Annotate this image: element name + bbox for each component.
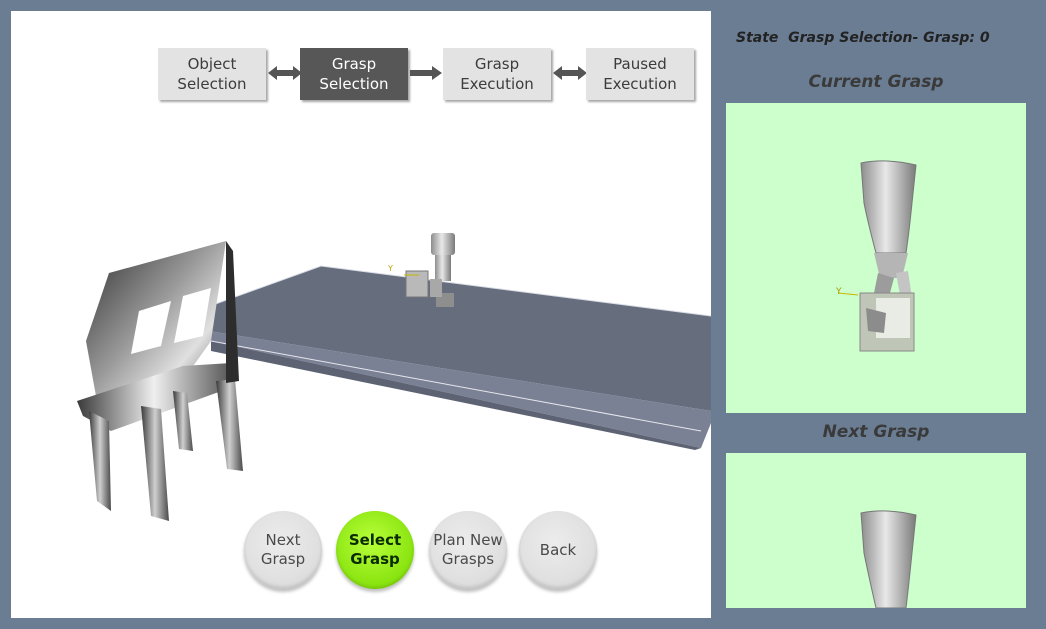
next-grasp-label: Next Grasp	[260, 531, 306, 568]
scene-3d-view[interactable]: Y	[11, 11, 711, 618]
step-paused-execution[interactable]: Paused Execution	[586, 48, 694, 100]
step-object-selection-label: Object Selection	[177, 55, 247, 93]
step-grasp-execution[interactable]: Grasp Execution	[443, 48, 551, 100]
grasp-object-on-table: Y	[387, 233, 455, 307]
step-grasp-selection-label: Grasp Selection	[319, 55, 389, 93]
current-grasp-title: Current Grasp	[808, 72, 944, 92]
plan-new-grasps-label: Plan New Grasps	[433, 531, 503, 568]
current-grasp-render: Y	[835, 160, 917, 352]
back-button[interactable]: Back	[519, 511, 597, 589]
next-grasp-render	[860, 510, 917, 608]
scene-viewport[interactable]: Y Object Selection Grasp Selection Grasp…	[11, 11, 711, 618]
robot-hand-model	[860, 510, 917, 608]
step-object-selection[interactable]: Object Selection	[158, 48, 266, 100]
step-paused-execution-label: Paused Execution	[603, 55, 677, 93]
chair-model	[77, 241, 243, 521]
axis-y-label: Y	[387, 264, 393, 273]
axis-y-label: Y	[835, 287, 842, 297]
robot-hand-model: Y	[835, 160, 917, 352]
step-grasp-execution-label: Grasp Execution	[460, 55, 534, 93]
state-status-text: State Grasp Selection- Grasp: 0	[736, 30, 990, 46]
back-label: Back	[539, 540, 577, 559]
next-grasp-view[interactable]	[726, 453, 1026, 608]
right-arrow-icon	[410, 66, 442, 80]
next-grasp-title: Next Grasp	[822, 422, 930, 442]
next-grasp-button[interactable]: Next Grasp	[244, 511, 322, 589]
double-arrow-icon	[268, 66, 302, 80]
select-grasp-button[interactable]: Select Grasp	[336, 511, 414, 589]
double-arrow-icon	[553, 66, 587, 80]
plan-new-grasps-button[interactable]: Plan New Grasps	[429, 511, 507, 589]
table-model	[195, 265, 711, 450]
current-grasp-view[interactable]: Y	[726, 103, 1026, 413]
step-grasp-selection[interactable]: Grasp Selection	[300, 48, 408, 100]
select-grasp-label: Select Grasp	[348, 531, 402, 568]
